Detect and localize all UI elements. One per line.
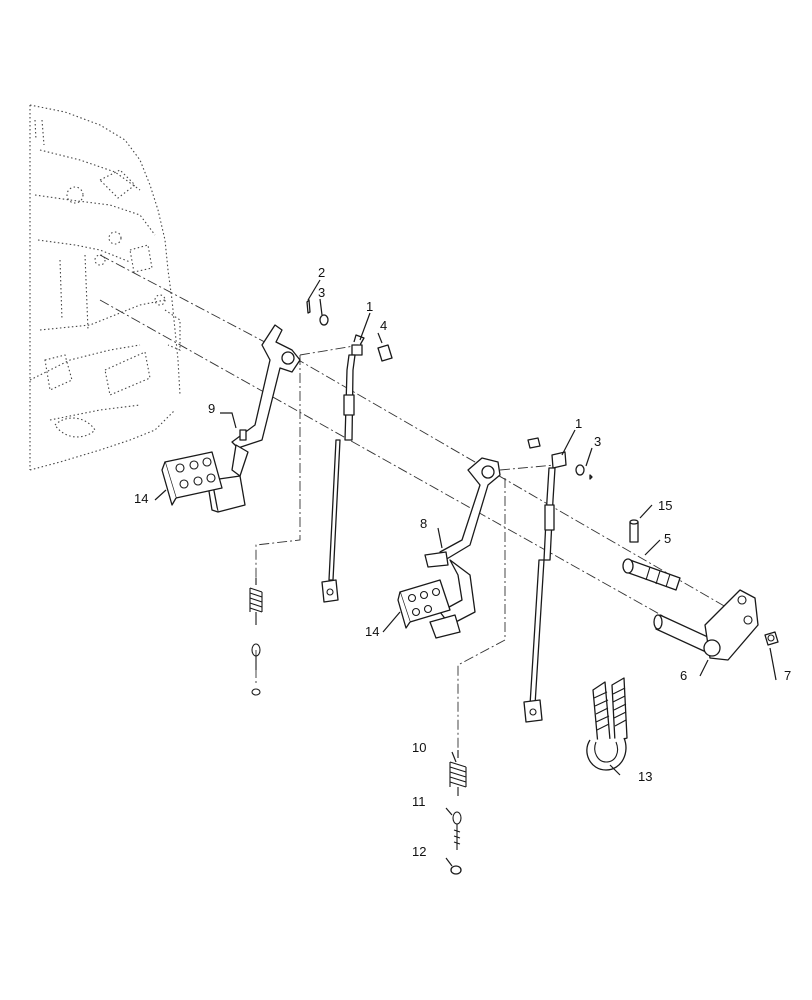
right-pedal-pad	[397, 579, 461, 639]
bolt-part-7	[764, 631, 779, 646]
callout-14-left: 14	[134, 491, 148, 506]
left-link-rod	[321, 334, 365, 603]
eye-bolt-part-11	[452, 811, 462, 850]
callout-9: 9	[208, 401, 215, 416]
callout-13: 13	[638, 769, 652, 784]
left-pedal-arm	[207, 324, 301, 513]
callout-2: 2	[318, 265, 325, 280]
shaft-part-5	[622, 558, 681, 591]
alignment-lines	[99, 254, 746, 750]
left-spring-assembly	[249, 578, 263, 696]
callout-8: 8	[420, 516, 427, 531]
spring-part-10	[449, 750, 467, 796]
left-small-parts	[306, 299, 393, 362]
leader-lines	[154, 279, 777, 867]
bracket-part-6	[653, 589, 759, 661]
callout-14-right: 14	[365, 624, 379, 639]
callout-7: 7	[784, 668, 791, 683]
callout-labels: 1 2 3 4 9 14 1 3 15 5 8 14 6 7 10 11 12 …	[134, 265, 791, 859]
left-pedal-pad	[161, 451, 223, 506]
callout-3-right: 3	[594, 434, 601, 449]
callout-4: 4	[380, 318, 387, 333]
callout-10: 10	[412, 740, 426, 755]
right-small-parts	[527, 437, 593, 480]
callout-5: 5	[664, 531, 671, 546]
pin-part-15	[629, 519, 639, 543]
callout-3-left: 3	[318, 285, 325, 300]
callout-12: 12	[412, 844, 426, 859]
callout-1-left: 1	[366, 299, 373, 314]
callout-15: 15	[658, 498, 672, 513]
callout-6: 6	[680, 668, 687, 683]
u-bolt-part-13	[586, 677, 628, 771]
nut-part-12	[450, 865, 462, 875]
right-link-rod	[523, 451, 567, 723]
callout-11: 11	[412, 794, 426, 809]
callout-1-right: 1	[575, 416, 582, 431]
chassis-frame	[29, 104, 181, 471]
